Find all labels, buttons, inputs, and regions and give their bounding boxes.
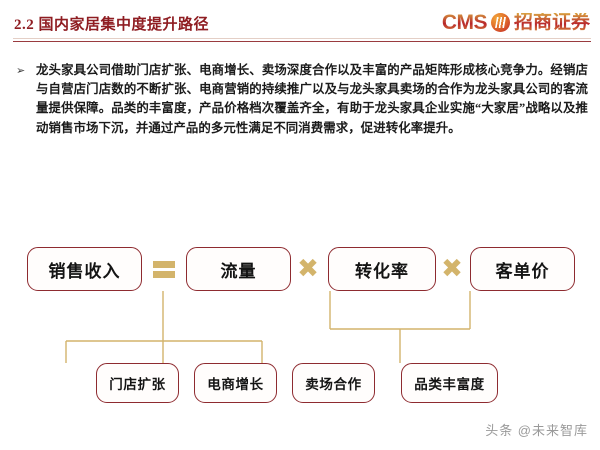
- node-conversion-rate[interactable]: 转化率: [328, 247, 436, 291]
- bullet-paragraph-row: ➢ 龙头家具公司借助门店扩张、电商增长、卖场深度合作以及丰富的产品矩阵形成核心竞…: [16, 61, 588, 138]
- body-paragraph: 龙头家具公司借助门店扩张、电商增长、卖场深度合作以及丰富的产品矩阵形成核心竞争力…: [36, 63, 588, 135]
- body-content: ➢ 龙头家具公司借助门店扩张、电商增长、卖场深度合作以及丰富的产品矩阵形成核心竞…: [16, 61, 588, 138]
- node-traffic[interactable]: 流量: [186, 247, 291, 291]
- node-sales-revenue[interactable]: 销售收入: [27, 247, 142, 291]
- node-category-richness[interactable]: 品类丰富度: [401, 363, 498, 403]
- operator-multiply-icon-1: ✖: [297, 254, 319, 284]
- watermark: 头条 @未来智库: [485, 423, 588, 438]
- diagram-connectors: [65, 291, 471, 363]
- node-average-order-value[interactable]: 客单价: [470, 247, 575, 291]
- page-header: 2.2 国内家居集中度提升路径 CMS 招商证券: [0, 0, 600, 46]
- node-marketplace-cooperation[interactable]: 卖场合作: [292, 363, 375, 403]
- node-store-expansion[interactable]: 门店扩张: [96, 363, 179, 403]
- cms-circular-logo-icon: [490, 12, 510, 32]
- bullet-arrow-icon: ➢: [16, 65, 26, 77]
- title-divider-soft: [13, 38, 591, 39]
- brand-chinese-text: 招商证券: [513, 11, 590, 33]
- node-ecommerce-growth[interactable]: 电商增长: [194, 363, 277, 403]
- brand-logo: CMS 招商证券: [442, 9, 590, 35]
- operator-equals-icon: [153, 258, 175, 280]
- title-divider: [13, 41, 591, 42]
- sales-decomposition-diagram: 销售收入 流量 ✖ 转化率 ✖ 客单价 门店扩张 电商增长 卖场合作 品类丰富度: [0, 215, 600, 403]
- operator-multiply-icon-2: ✖: [441, 254, 463, 284]
- brand-latin-text: CMS: [441, 10, 488, 34]
- page-title: 2.2 国内家居集中度提升路径: [14, 17, 210, 33]
